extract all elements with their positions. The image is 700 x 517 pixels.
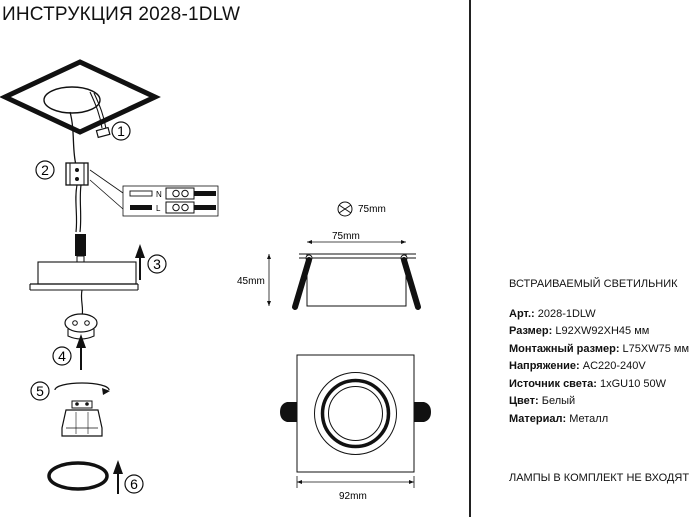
step-1-marker: 1 bbox=[111, 121, 131, 141]
fixture-body bbox=[29, 234, 139, 317]
spec-value: 1xGU10 50W bbox=[596, 377, 667, 390]
step-6-arrow bbox=[113, 460, 123, 494]
spec-row: Материал: Металл bbox=[509, 411, 689, 429]
svg-text:5: 5 bbox=[36, 383, 44, 399]
spec-label: Напряжение: bbox=[509, 360, 580, 372]
document-title: ИНСТРУКЦИЯ 2028-1DLW bbox=[2, 4, 241, 25]
spec-label: Источник света: bbox=[509, 377, 597, 390]
spec-row: Напряжение: AC220-240V bbox=[509, 358, 689, 376]
decorative-ring bbox=[47, 461, 109, 491]
gu10-socket bbox=[64, 313, 98, 340]
spec-label: Цвет: bbox=[509, 395, 539, 407]
ceiling-panel bbox=[0, 59, 161, 166]
spec-value: L92XW92XH45 мм bbox=[552, 325, 650, 337]
spec-row: Источник света: 1xGU10 50W bbox=[509, 376, 689, 394]
spec-label: Арт.: bbox=[509, 307, 535, 320]
product-type: ВСТРАИВАЕМЫЙ СВЕТИЛЬНИК bbox=[509, 278, 678, 290]
spec-label: Материал: bbox=[509, 412, 567, 425]
step-3-marker: 3 bbox=[147, 254, 167, 274]
svg-text:3: 3 bbox=[153, 256, 161, 272]
spec-value: Белый bbox=[538, 395, 576, 407]
svg-text:6: 6 bbox=[130, 476, 138, 492]
terminal-block bbox=[65, 162, 89, 233]
cutout-diameter-label: 75mm bbox=[358, 204, 386, 215]
product-specs: ВСТРАИВАЕМЫЙ СВЕТИЛЬНИК Арт.: 2028-1DLW … bbox=[509, 276, 689, 428]
spec-row: Монтажный размер: L75XW75 мм bbox=[509, 341, 689, 359]
step-4-marker: 4 bbox=[52, 346, 72, 366]
divider-line bbox=[469, 0, 471, 517]
spec-value: L75XW75 мм bbox=[619, 342, 690, 355]
outer-width-label: 92mm bbox=[339, 491, 367, 502]
wiring-detail: N L bbox=[89, 169, 219, 217]
step-4-arrow bbox=[76, 334, 86, 370]
step-5-marker: 5 bbox=[30, 381, 50, 401]
inner-width-label: 75mm bbox=[332, 231, 360, 242]
spec-row: Арт.: 2028-1DLW bbox=[509, 306, 689, 324]
step-3-arrow bbox=[135, 244, 145, 280]
side-view-drawing bbox=[267, 240, 421, 310]
svg-text:1: 1 bbox=[117, 123, 125, 139]
front-view-drawing bbox=[280, 354, 431, 488]
svg-text:2: 2 bbox=[41, 162, 49, 178]
spec-row: Цвет: Белый bbox=[509, 393, 689, 411]
svg-text:N: N bbox=[156, 190, 162, 199]
spec-row: Размер: L92XW92XH45 мм bbox=[509, 323, 689, 341]
cutout-diameter-icon bbox=[337, 201, 353, 217]
installation-illustration: 1 2 N L bbox=[0, 59, 431, 502]
spec-label: Размер: bbox=[509, 325, 553, 337]
gu10-lamp bbox=[54, 382, 110, 437]
step-2-marker: 2 bbox=[35, 160, 55, 180]
step-6-marker: 6 bbox=[124, 474, 144, 494]
height-label: 45mm bbox=[237, 276, 265, 287]
svg-text:L: L bbox=[156, 204, 161, 213]
svg-text:4: 4 bbox=[58, 348, 66, 364]
lamps-not-included-note: ЛАМПЫ В КОМПЛЕКТ НЕ ВХОДЯТ bbox=[509, 472, 690, 484]
spec-label: Монтажный размер: bbox=[509, 342, 620, 355]
spec-value: Металл bbox=[566, 412, 609, 425]
spec-value: AC220-240V bbox=[579, 360, 646, 372]
spec-value: 2028-1DLW bbox=[534, 307, 596, 320]
